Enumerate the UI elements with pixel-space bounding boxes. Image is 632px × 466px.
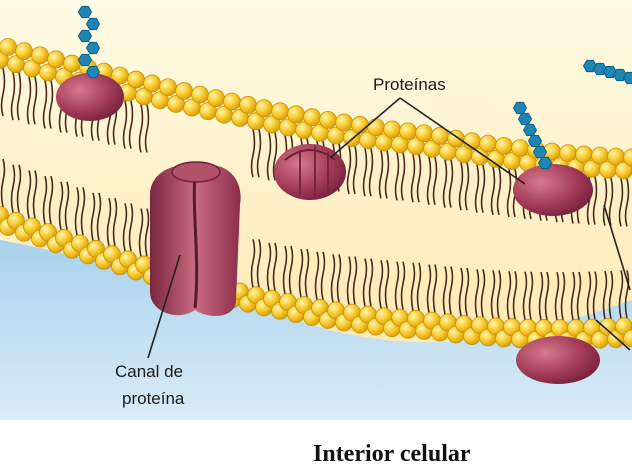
bottom-protein-icon [516,336,600,384]
peripheral-protein-icon [274,144,346,200]
channel-label-line1: Canal de [115,362,183,381]
channel-label-line2: proteína [122,389,185,408]
glycoprotein-right-icon [513,164,593,216]
proteins-label: Proteínas [373,75,446,94]
interior-caption: Interior celular [313,441,471,466]
glycoprotein-left-icon [56,73,124,121]
protein-channel-icon [150,162,241,316]
